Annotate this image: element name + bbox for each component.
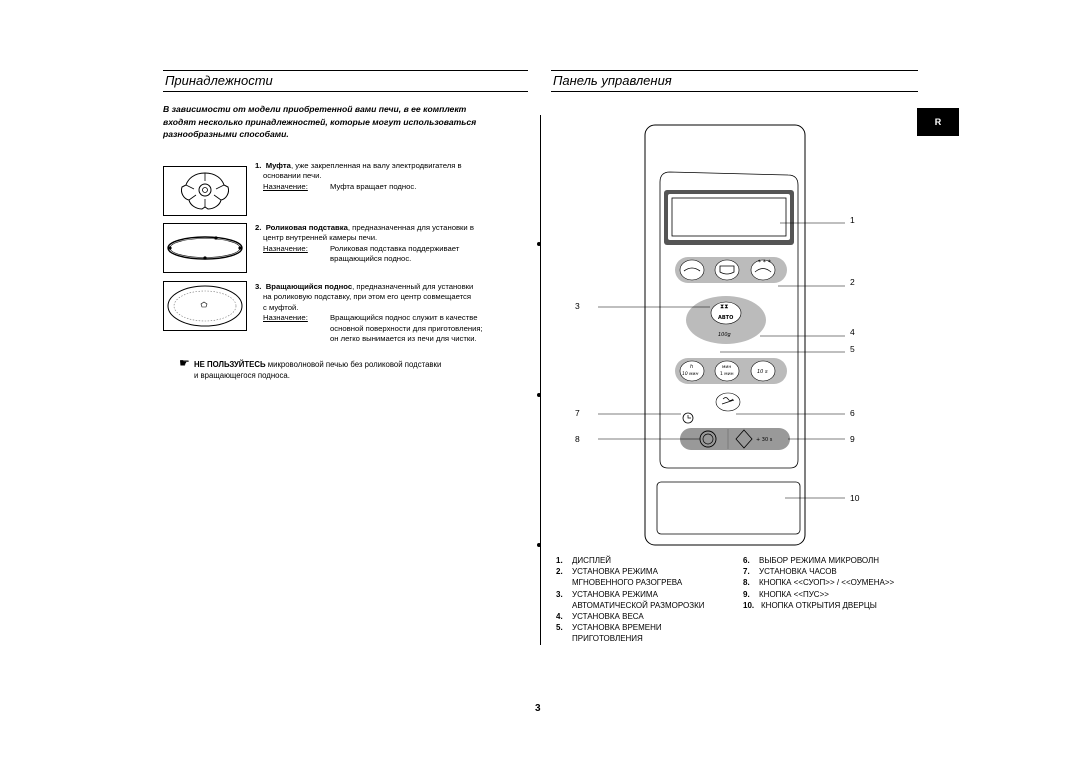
legend-text: УСТАНОВКА РЕЖИМА [572,567,658,577]
item-desc: , предназначенный для установки [352,282,474,291]
legend-text: УСТАНОВКА ЧАСОВ [759,567,837,577]
callout-8: 8 [575,434,580,444]
ten-min-label: 10 мин [682,371,698,377]
min-label: мин [722,365,731,370]
page-number: 3 [535,703,541,714]
callout-5: 5 [850,344,855,354]
item-name: Роликовая подставка [265,223,348,232]
legend-number: 1. [556,556,563,565]
purpose-label: Назначение: [263,243,308,253]
purpose-line: Муфта вращает поднос. [330,181,417,191]
svg-text:* * *: * * * [758,259,771,266]
item-desc-line: центр внутренней камеры печи. [263,233,378,243]
legend-number: 8. [743,578,750,588]
margin-dot [537,393,541,397]
legend-text: КНОПКА <<СУОП>> / <<ОУМЕНА>> [759,578,895,588]
legend-number: 5. [556,623,563,633]
legend-right: 6. ВЫБОР РЕЖИМА МИКРОВОЛН 7. УСТАНОВКА ЧАС… [743,555,894,611]
svg-text:⧗⧗: ⧗⧗ [720,303,728,310]
coupler-image [163,166,247,216]
ten-s-label: 10 s [757,369,768,375]
legend-number: 7. [743,567,750,577]
item-number: 3. [255,282,262,291]
purpose-line: основной поверхности для приготовления; [330,323,483,333]
note-line: и вращающегося подноса. [194,371,290,380]
callout-9: 9 [850,434,855,444]
legend-text: УСТАНОВКА РЕЖИМА [572,589,658,599]
control-panel-diagram: * * * ⧗⧗ АВТО 100g h 10 мин мин 1 мин 10… [598,124,845,546]
legend-number: 6. [743,556,750,565]
callout-3: 3 [575,301,580,311]
one-min-label: 1 мин [720,371,734,377]
right-header-rule [551,70,918,71]
callout-7: 7 [575,408,580,418]
item-name: Муфта [265,161,291,170]
callout-4: 4 [850,327,855,337]
intro-line: разнообразными способами. [163,129,289,139]
left-section-title: Принадлежности [165,73,273,88]
pointing-hand-icon: ☛ [179,356,190,370]
legend-text: МГНОВЕННОГО РАЗОГРЕВА [572,578,683,588]
callout-1: 1 [850,215,855,225]
legend-number: 3. [556,589,563,599]
purpose-line: он легко вынимается из печи для чистки. [330,334,477,344]
legend-number: 10. [743,600,755,610]
note-text: микроволновой печью без роликовой подста… [265,360,442,369]
callout-2: 2 [850,277,855,287]
item-desc-line: с муфтой. [263,302,299,312]
purpose-line: Вращающийся поднос служит в качестве [330,313,478,323]
callout-10: 10 [850,493,860,503]
accessory-item-turntable: 3. Вращающийся поднос, предназначенный д… [255,282,540,344]
roller-ring-image [163,223,247,273]
warning-note: НЕ ПОЛЬЗУЙТЕСЬ микроволновой печью без р… [194,359,539,381]
purpose-label: Назначение: [263,181,308,191]
legend-text: ПРИГОТОВЛЕНИЯ [572,634,643,644]
item-number: 2. [255,223,262,232]
legend-text: УСТАНОВКА ВЕСА [572,612,644,622]
plus30-label: + 30 s [756,437,773,443]
item-number: 1. [255,161,262,170]
purpose-line: вращающийся поднос. [330,254,412,264]
legend-text: ВЫБОР РЕЖИМА МИКРОВОЛН [759,556,880,565]
accessory-item-coupler: 1. Муфта, уже закрепленная на валу элект… [255,161,540,192]
item-desc-line: на роликовую подставку, при этом его цен… [263,292,472,302]
auto-label: АВТО [718,315,733,321]
weight-label: 100g [718,332,731,338]
intro-line: входят несколько принадлежностей, которы… [163,116,477,127]
hour-label: h [690,364,693,370]
legend-text: ДИСПЛЕЙ [572,556,612,565]
right-header-underline [551,91,918,92]
purpose-line: Роликовая подставка поддерживает [330,243,460,253]
language-badge: R [917,108,959,136]
legend-number: 4. [556,612,563,622]
legend-text: КНОПКА ОТКРЫТИЯ ДВЕРЦЫ [761,600,877,610]
margin-dot [537,242,541,246]
callout-6: 6 [850,408,855,418]
legend-number: 2. [556,567,563,577]
turntable-image [163,281,247,331]
item-name: Вращающийся поднос [265,282,353,291]
intro-line: В зависимости от модели приобретенной ва… [163,104,467,114]
intro-text: В зависимости от модели приобретенной ва… [163,103,533,141]
legend-text: УСТАНОВКА ВРЕМЕНИ [572,623,662,633]
legend-left: 1. ДИСПЛЕЙ 2. УСТАНОВКА РЕЖИМА МГНОВЕННОГО… [556,555,705,645]
legend-text: АВТОМАТИЧЕСКОЙ РАЗМОРОЗКИ [572,600,705,610]
item-desc: , уже закрепленная на валу электродвигат… [290,161,462,170]
left-header-rule [163,70,528,71]
item-desc: , предназначенная для установки в [347,223,474,232]
right-section-title: Панель управления [553,73,672,88]
item-desc-line: основании печи. [263,171,322,181]
left-header-underline [163,91,528,92]
legend-number: 9. [743,589,750,599]
column-divider [540,115,541,645]
accessory-item-roller-ring: 2. Роликовая подставка, предназначенная … [255,223,540,265]
purpose-label: Назначение: [263,313,308,323]
note-bold: НЕ ПОЛЬЗУЙТЕСЬ [194,360,266,369]
margin-dot [537,543,541,547]
legend-text: КНОПКА <<ПУС>> [759,589,829,599]
